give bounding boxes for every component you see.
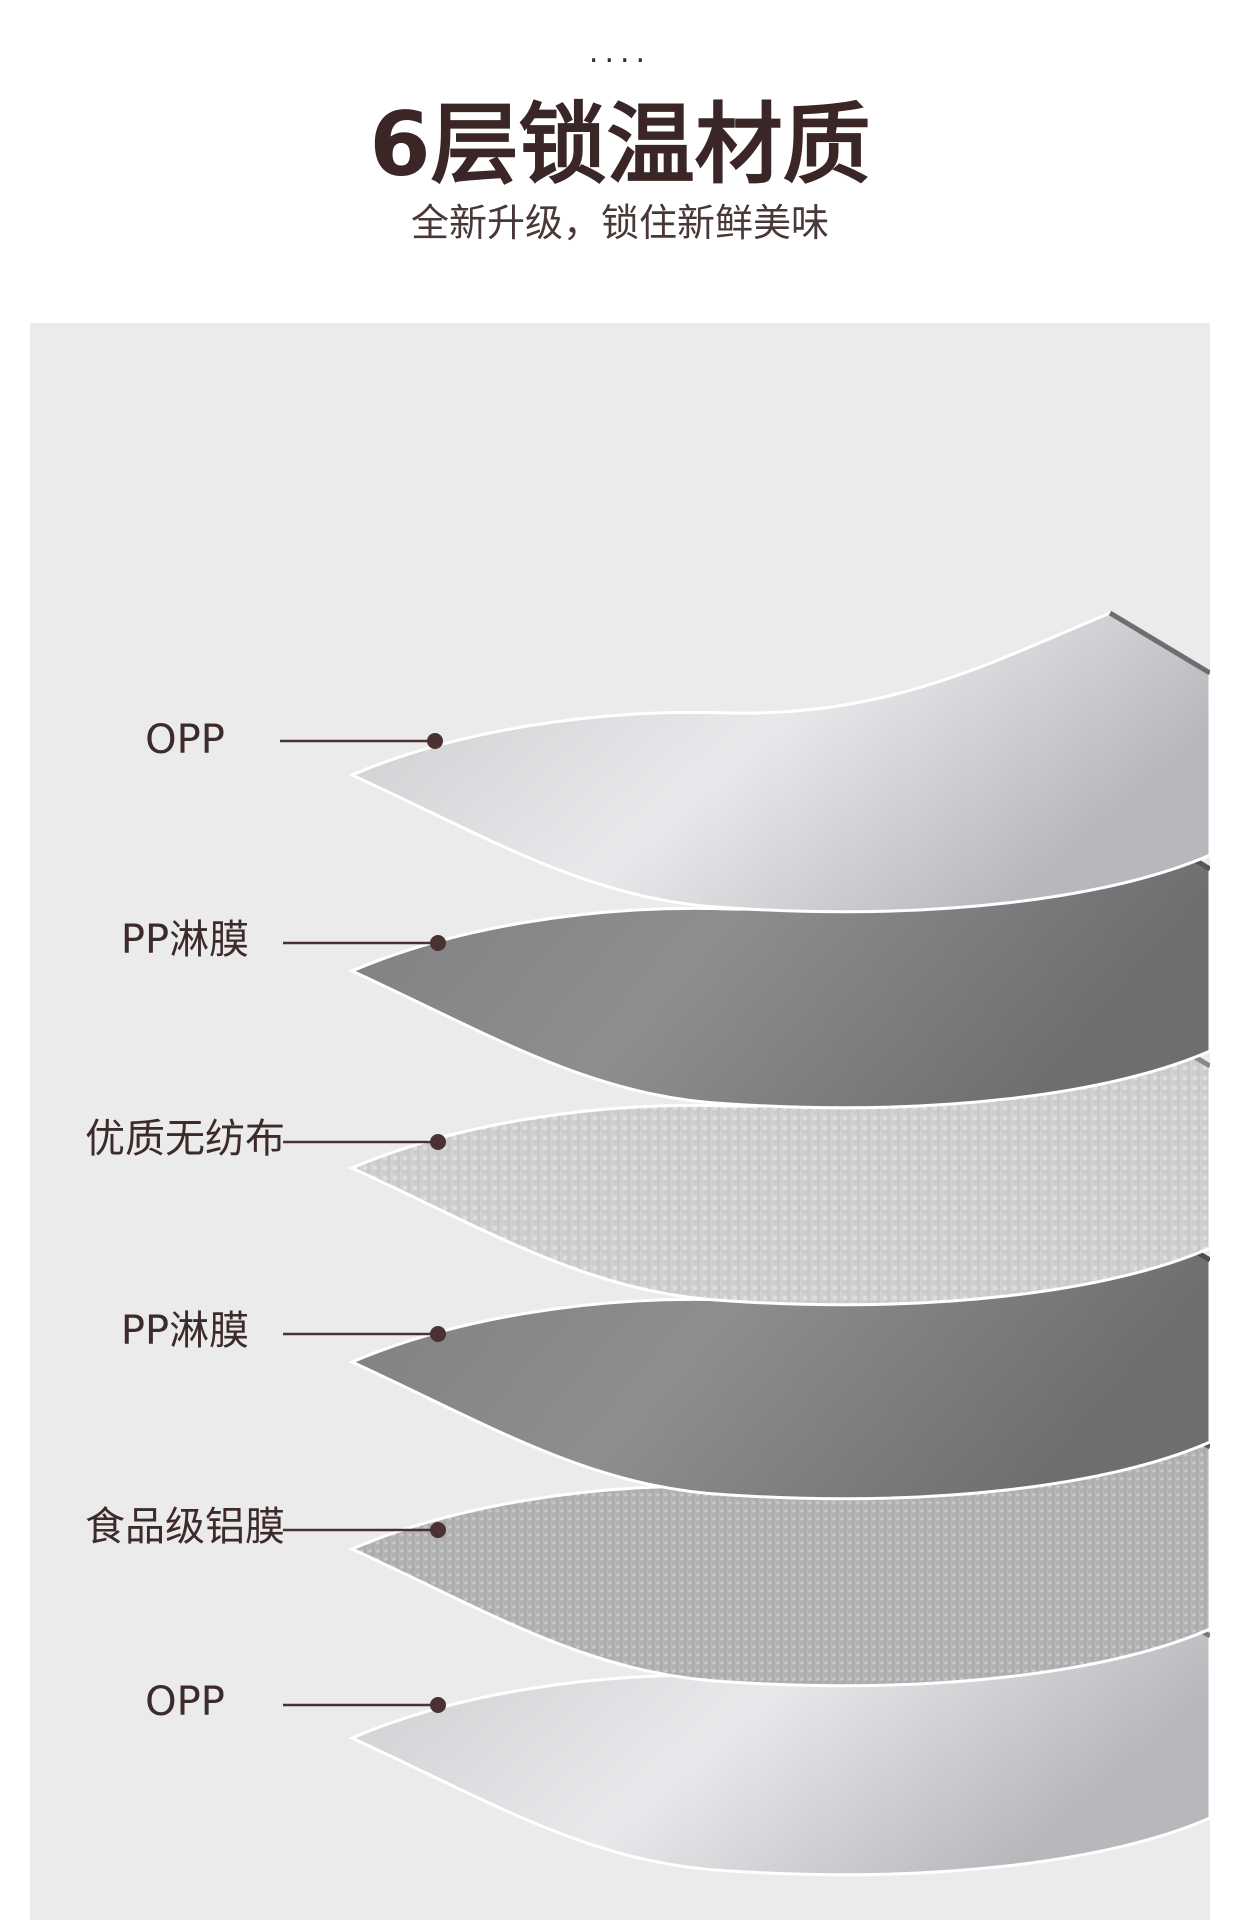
connector-opp-bottom: [283, 1697, 446, 1713]
connector-foil: [283, 1522, 446, 1538]
connector-pp-1: [283, 935, 446, 951]
decorative-dots: ....: [588, 35, 652, 70]
sheet-opp-top: [348, 611, 1210, 914]
layer-label-foil: 食品级铝膜: [85, 1504, 285, 1550]
sheet-opp-top-edge: [1108, 610, 1210, 676]
layer-label-pp-1: PP淋膜: [120, 917, 250, 963]
page-subtitle: 全新升级，锁住新鲜美味: [410, 201, 829, 245]
layer-sheets: [348, 610, 1210, 1877]
layer-label-opp-top: OPP: [145, 717, 225, 763]
layer-label-nonwoven: 优质无纺布: [85, 1116, 285, 1162]
connector-opp-top: [280, 733, 443, 749]
layer-label-pp-2: PP淋膜: [120, 1308, 250, 1354]
layers-illustration: [280, 610, 1210, 1877]
connector-pp-2: [283, 1326, 446, 1342]
material-layers-panel: OPP PP淋膜 优质无纺布 PP淋膜 食品级铝膜 OPP: [30, 323, 1210, 1920]
connector-nonwoven: [283, 1134, 446, 1150]
page-title: 6层锁温材质: [369, 93, 871, 196]
layer-label-opp-bottom: OPP: [145, 1679, 225, 1725]
